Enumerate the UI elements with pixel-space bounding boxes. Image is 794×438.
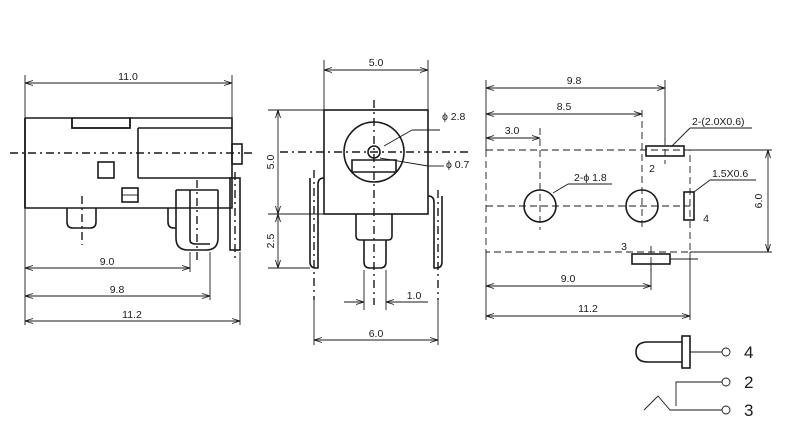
front-view: 5.0 5.0 ϕ 2.8 ϕ 0.7 2.5 1.0 6.0	[265, 57, 470, 345]
schematic-pin-2: 2	[744, 373, 753, 392]
front-dim-hole-dia: ϕ 2.8	[442, 111, 466, 123]
schematic-pin-3: 3	[744, 401, 753, 420]
front-dim-1-0: 1.0	[407, 290, 422, 302]
pcb-hole-right	[625, 189, 659, 223]
schematic-pin-4: 4	[744, 343, 753, 362]
pcb-dim-11-2: 11.2	[578, 303, 598, 315]
pcb-slot-2-label: 2-(2.0X0.6)	[692, 116, 745, 128]
pcb-slot-4	[683, 191, 695, 221]
front-dim-base-width: 6.0	[369, 328, 384, 340]
side-view: 11.0 9.0 9.8 11.2	[10, 71, 252, 325]
pcb-layout: 9.8 8.5 3.0 2-ϕ 1.8 2-(2.0X0.6) 1.5X0.6 …	[485, 75, 772, 320]
front-dim-height: 5.0	[265, 155, 277, 170]
pin-3-terminal	[721, 405, 731, 415]
schematic: 4 2 3	[635, 335, 753, 420]
pcb-pad-2-label: 2	[649, 163, 655, 175]
side-dim-11-2: 11.2	[122, 309, 142, 321]
pcb-hole-left	[523, 189, 557, 223]
pcb-dim-8-5: 8.5	[557, 101, 572, 113]
pcb-slot-4-label: 1.5X0.6	[712, 168, 748, 180]
front-dim-width: 5.0	[369, 57, 384, 69]
pcb-dim-9-8: 9.8	[567, 75, 582, 87]
side-dim-overall-length: 11.0	[118, 71, 138, 83]
front-dim-pin-dia: ϕ 0.7	[446, 159, 470, 171]
pcb-dim-height: 6.0	[753, 194, 765, 209]
pcb-dim-3-0: 3.0	[505, 125, 520, 137]
pcb-holes-label: 2-ϕ 1.8	[574, 172, 607, 184]
pcb-pad-3-label: 3	[621, 241, 627, 253]
front-dim-2-5: 2.5	[265, 234, 277, 249]
side-dim-9-0: 9.0	[100, 256, 115, 268]
pcb-pad-4-label: 4	[703, 213, 709, 225]
pin-4-terminal	[721, 347, 731, 357]
pcb-dim-9-0: 9.0	[561, 273, 576, 285]
side-dim-9-8: 9.8	[110, 284, 125, 296]
pin-2-terminal	[721, 377, 731, 387]
